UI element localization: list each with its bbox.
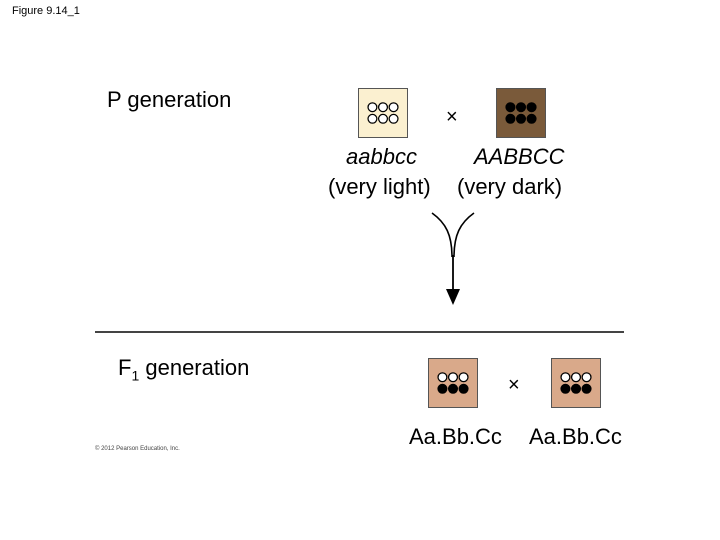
offspring-1-genotype: Aa.Bb.Cc: [409, 424, 502, 449]
parent-dark-genotype: AABBCC: [474, 144, 565, 169]
offspring-2-swatch: [551, 358, 601, 408]
light-allele-dot: [377, 102, 389, 113]
p-generation-label: P generation: [107, 87, 232, 112]
dark-allele-dot: [437, 383, 448, 394]
light-allele-dot: [570, 372, 582, 383]
offspring-2-genotype: Aa.Bb.Cc: [529, 424, 622, 449]
light-allele-dot: [388, 113, 399, 124]
light-allele-dot: [458, 372, 469, 383]
parent-dark-dots: [505, 102, 537, 124]
dark-allele-dot: [447, 383, 459, 394]
f1-label-rest: generation: [139, 355, 250, 380]
parent-light-phenotype: (very light): [328, 174, 431, 199]
parent-light-swatch: [358, 88, 408, 138]
light-allele-dot: [367, 113, 378, 124]
dark-allele-dot: [560, 383, 571, 394]
light-allele-dot: [560, 372, 571, 383]
f1-label-subscript: 1: [131, 367, 140, 384]
light-allele-dot: [447, 372, 459, 383]
cross-arrow: [431, 212, 475, 305]
dark-allele-dot: [515, 113, 527, 124]
parent-dark-swatch: [496, 88, 546, 138]
light-allele-dot: [377, 113, 389, 124]
offspring-2-dots: [560, 372, 592, 394]
offspring-1-dots: [437, 372, 469, 394]
generation-divider: [95, 331, 624, 333]
light-allele-dot: [437, 372, 448, 383]
figure-label: Figure 9.14_1: [12, 5, 80, 17]
dark-allele-dot: [515, 102, 527, 113]
parent-dark-phenotype: (very dark): [457, 174, 563, 199]
copyright-notice: © 2012 Pearson Education, Inc.: [95, 446, 180, 452]
f1-label-main: F: [118, 355, 132, 380]
dark-allele-dot: [505, 102, 516, 113]
p-cross-symbol: ×: [446, 106, 458, 128]
light-allele-dot: [367, 102, 378, 113]
dark-allele-dot: [505, 113, 516, 124]
light-allele-dot: [581, 372, 592, 383]
f1-generation-label: F1 generation: [118, 355, 249, 383]
parent-light-genotype: aabbcc: [346, 144, 417, 169]
dark-allele-dot: [581, 383, 592, 394]
offspring-1-swatch: [428, 358, 478, 408]
dark-allele-dot: [526, 102, 537, 113]
dark-allele-dot: [458, 383, 469, 394]
dark-allele-dot: [570, 383, 582, 394]
parent-light-dots: [367, 102, 399, 124]
f1-cross-symbol: ×: [508, 374, 520, 396]
dark-allele-dot: [526, 113, 537, 124]
light-allele-dot: [388, 102, 399, 113]
